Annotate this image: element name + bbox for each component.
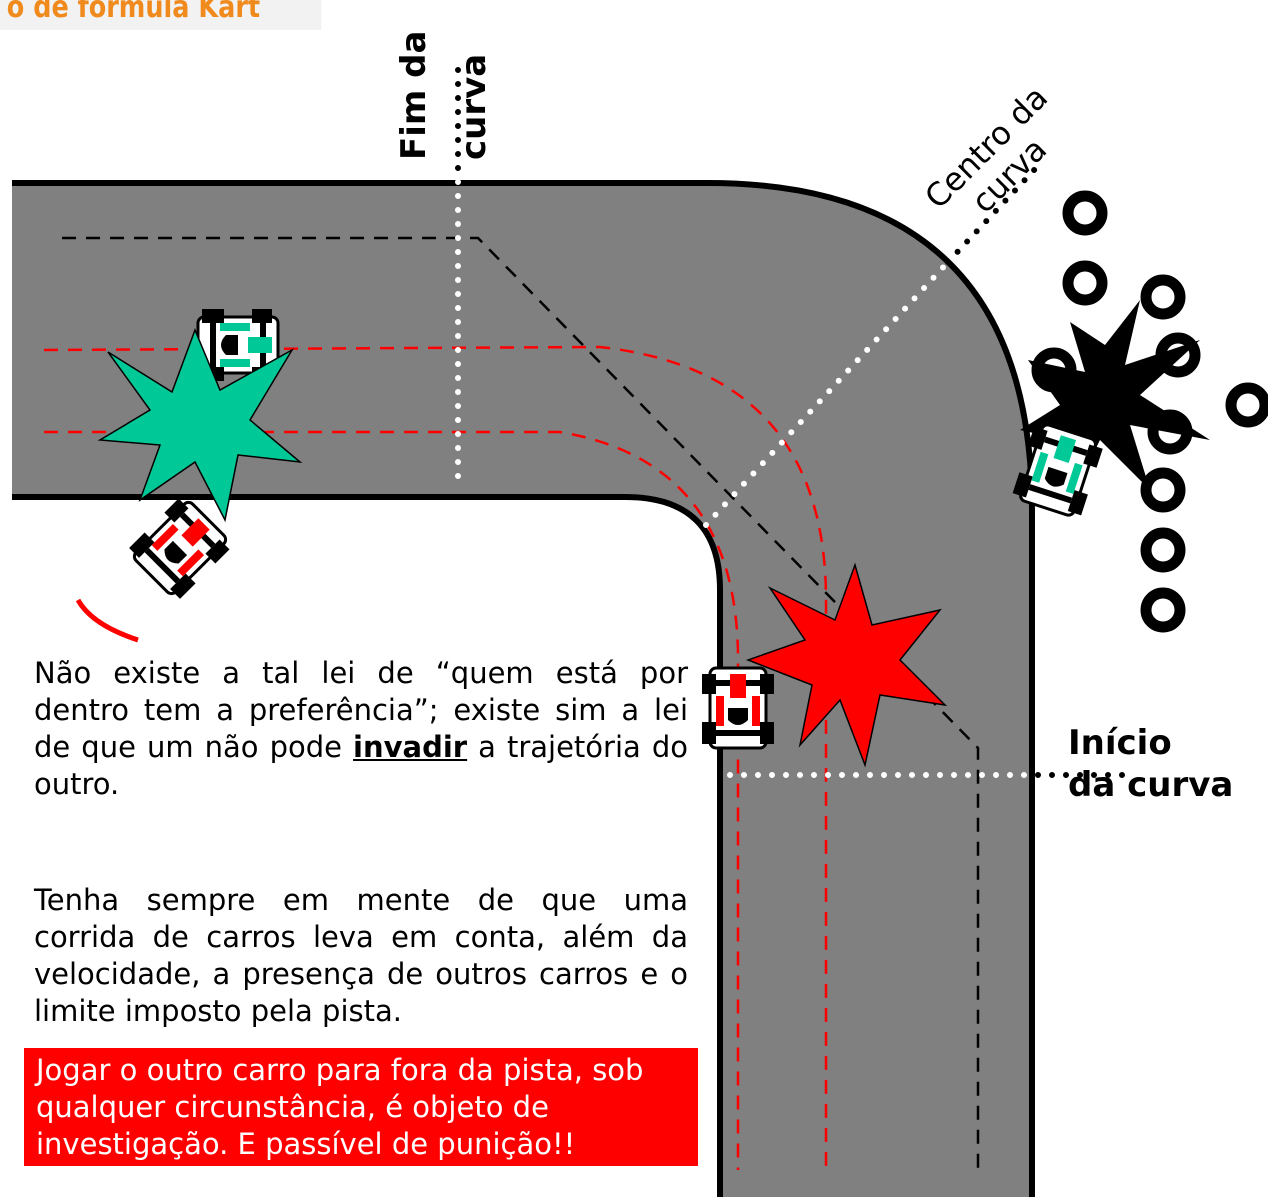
- header-title: o de formula Kart: [0, 0, 322, 30]
- inner-kart-trajectory: [44, 430, 740, 1170]
- curve-end-label-line1: Fim da: [394, 30, 434, 160]
- outer-kart-trajectory: [43, 345, 828, 1170]
- rule-text-end: a trajetória do outro.: [34, 730, 688, 801]
- kart-red-spun-off: [124, 492, 236, 604]
- curve-end-label: Fim da curva: [392, 0, 532, 160]
- curve-end-label-line2: curva: [454, 53, 494, 160]
- advice-paragraph: Tenha sempre em mente de que uma corrida…: [34, 883, 688, 1028]
- kart-red-skid-mark: [75, 598, 139, 643]
- ideal-racing-line: [62, 236, 980, 1170]
- kart-red-inside: [700, 666, 776, 750]
- curve-start-label: Início da curva: [1068, 722, 1233, 806]
- track-inner-edge: [12, 494, 723, 1197]
- rule-emphasis: invadir: [353, 730, 468, 764]
- curve-start-label-line1: Início: [1068, 723, 1172, 763]
- penalty-warning-box: Jogar o outro carro para fora da pista, …: [24, 1048, 698, 1166]
- crash-burst-red: [745, 562, 948, 768]
- curve-start-label-line2: da curva: [1068, 765, 1234, 805]
- track-outer-edge: [12, 180, 1035, 1197]
- rule-paragraph: Não existe a tal lei de “quem está por d…: [34, 655, 688, 803]
- crash-burst-green: [97, 327, 303, 523]
- rule-text-start: Não existe a tal lei de “quem está por d…: [34, 656, 688, 764]
